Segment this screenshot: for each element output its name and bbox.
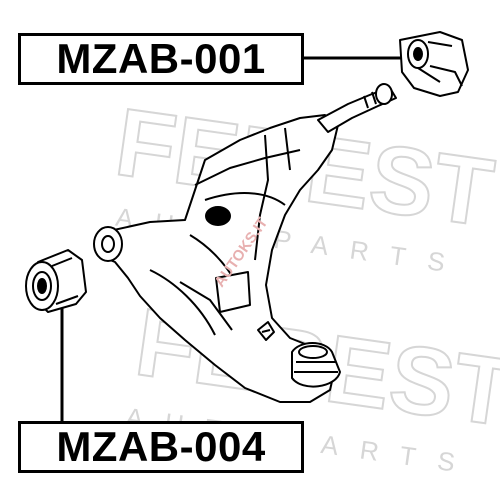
ball-joint-top (298, 345, 328, 359)
control-arm-web (149, 149, 301, 336)
part-label-bottom: MZAB-004 (18, 421, 304, 473)
arm-cutout (205, 206, 231, 226)
bushing-bottom-core (37, 278, 47, 294)
shaft-thread-2 (363, 95, 369, 109)
bushing-bottom-detail (51, 257, 79, 305)
shaft-tip (375, 83, 393, 105)
arm-bolt (257, 321, 275, 341)
bushing-top-core (413, 47, 423, 61)
control-arm (93, 83, 397, 403)
bushing-top (399, 31, 469, 97)
part-label-top: MZAB-001 (18, 33, 304, 85)
bushing-top-detail (417, 41, 463, 87)
ball-joint-boot (294, 361, 338, 373)
control-arm-flange (254, 127, 291, 261)
leader-lines (60, 56, 402, 421)
rear-mount-block (215, 271, 251, 313)
front-mount-hole (101, 235, 115, 253)
shaft-thread-1 (371, 91, 377, 105)
bushing-bottom (25, 249, 87, 313)
